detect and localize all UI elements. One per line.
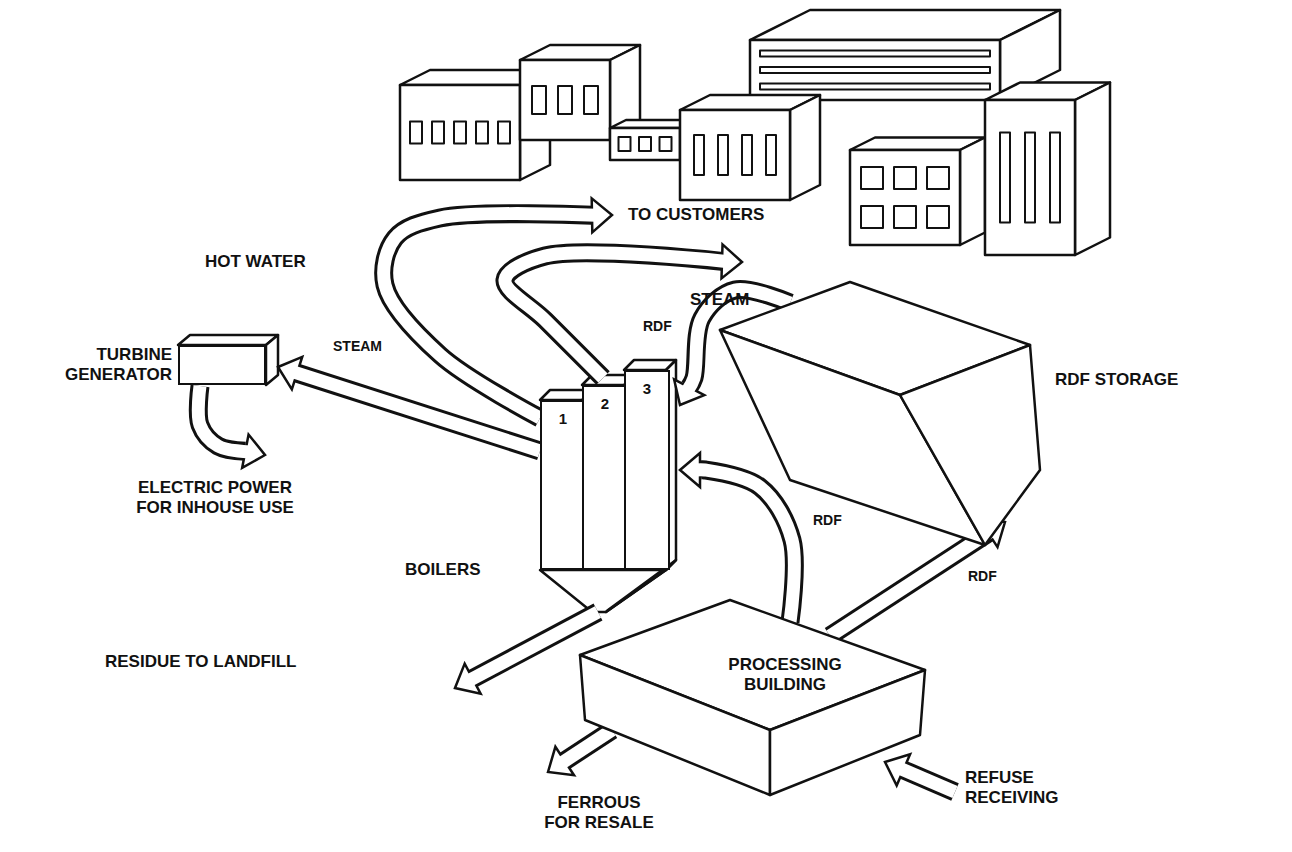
arrow-body [696,470,794,622]
flow-arrow [548,730,612,775]
rdf-storage: RDF STORAGE [700,270,1045,550]
flow-arrow [384,198,612,418]
customer-building [985,83,1110,256]
building-front [985,100,1075,255]
flow-caption: REFUSE RECEIVING [965,768,1105,807]
building-window [454,122,466,144]
building-side [960,138,985,246]
arrow-body [900,768,955,792]
boiler-label: 3 [626,372,668,397]
building-window [894,167,916,189]
flow-caption: RESIDUE TO LANDFILL [105,652,296,672]
building-window [619,137,631,151]
boiler: 3 [624,370,670,570]
processing-building-outline [580,600,925,795]
building-window [476,122,488,144]
flow-label: RDF [965,568,1000,584]
flow-caption: STEAM [690,290,750,310]
customer-building [680,95,820,200]
building-window [861,167,883,189]
arrow-body [561,730,612,763]
boiler-label: 1 [542,402,584,427]
turbine-generator: TURBINE GENERATOR [178,345,266,385]
boiler-label: 2 [584,387,626,412]
building-window [1025,133,1035,223]
building-front [750,40,1000,100]
building-front [680,110,790,200]
building-front [610,128,680,160]
building-window [861,206,883,228]
building-window [927,167,949,189]
building-window [498,122,510,144]
processing-building: PROCESSING BUILDING [580,600,925,795]
flow-connector [680,453,794,622]
boiler-hopper [540,570,666,612]
arrow-body [198,386,249,452]
flow-label: RDF [640,318,675,334]
processing-building-label: PROCESSING BUILDING [690,655,880,694]
building-window [532,86,546,114]
rdf-storage-outline [700,270,1045,550]
flow-label: STEAM [330,338,385,354]
flow-caption: ELECTRIC POWER FOR INHOUSE USE [130,478,300,517]
building-window [1050,133,1060,223]
arrow-body [293,372,540,451]
building-window [639,137,651,151]
building-window [694,135,704,175]
building-window [718,135,728,175]
building-window [760,67,990,73]
turbine-generator-label: TURBINE GENERATOR [52,345,172,384]
building-front [520,60,610,140]
turbine-side [266,335,278,385]
building-window [660,137,672,151]
turbine-top [178,335,278,345]
building-window [558,86,572,114]
building-window [584,86,598,114]
building-window [766,135,776,175]
building-window [894,206,916,228]
flow-caption: FERROUS FOR RESALE [540,793,658,832]
flow-arrow [198,386,265,468]
building-side [790,95,820,200]
building-front [400,85,520,180]
building-window [927,206,949,228]
building-side [1075,83,1110,256]
building-window [410,122,422,144]
building-window [760,84,990,90]
arrow-outline [700,470,794,622]
processing-building-face [580,655,770,795]
building-window [742,135,752,175]
flow-caption: TO CUSTOMERS [628,205,764,225]
customer-building [850,138,985,246]
flow-connector [278,357,540,451]
building-window [760,51,990,57]
boiler: 2 [582,385,628,570]
flow-caption: HOT WATER [205,252,306,272]
rdf-storage-label: RDF STORAGE [1055,370,1178,390]
building-front [850,150,960,245]
flow-arrow [455,612,598,694]
boiler: 1 [540,400,586,570]
rdf-storage-face [900,345,1040,545]
building-window [432,122,444,144]
arrow-body [469,612,598,680]
building-window [1000,133,1010,223]
flow-arrow [885,754,955,792]
flow-label: RDF [810,512,845,528]
flow-caption: BOILERS [405,560,481,580]
